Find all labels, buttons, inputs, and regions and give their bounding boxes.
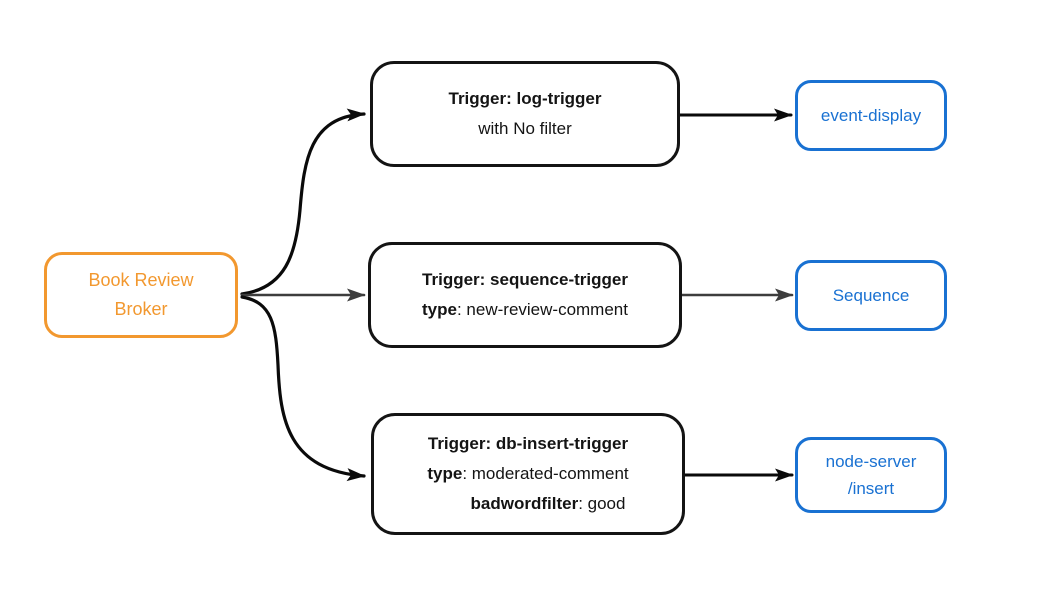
trigger-db-title: Trigger: db-insert-trigger	[427, 434, 629, 453]
trigger-node-db-insert: Trigger: db-insert-trigger type: moderat…	[371, 413, 685, 535]
trigger-log-filter-value: with No filter	[478, 119, 572, 138]
trigger-log-title: Trigger: log-trigger	[448, 89, 602, 108]
sink-sequence-label: Sequence	[832, 286, 910, 305]
trigger-db-filter-type-value: : moderated-comment	[462, 464, 629, 483]
sink-node-server-label-line1: node-server	[825, 452, 917, 471]
edge-broker-to-db-insert-trigger	[240, 295, 366, 482]
sink-event-display-label: event-display	[820, 106, 922, 125]
sink-node-node-server: node-server /insert	[795, 437, 947, 513]
trigger-db-filter-type-key: type	[427, 464, 463, 483]
trigger-node-log: Trigger: log-trigger with No filter	[370, 61, 680, 167]
edge-broker-to-log-trigger	[240, 108, 366, 296]
trigger-db-filter-badword-key: badwordfilter	[470, 494, 579, 513]
trigger-sequence-title: Trigger: sequence-trigger	[422, 270, 628, 289]
broker-label-line2: Broker	[114, 299, 168, 319]
broker-label-line1: Book Review	[88, 270, 194, 290]
sink-node-event-display: event-display	[795, 80, 947, 151]
trigger-db-filter-badword-value: : good	[578, 494, 626, 513]
trigger-sequence-filter-key: type	[422, 300, 457, 319]
sink-node-server-label-line2: /insert	[847, 479, 895, 498]
trigger-sequence-filter-value: : new-review-comment	[456, 300, 628, 319]
sink-node-sequence: Sequence	[795, 260, 947, 331]
trigger-db-filter-badword: badwordfilter: good	[471, 489, 626, 519]
trigger-sequence-filter: type: new-review-comment	[422, 295, 628, 325]
trigger-log-filter: with No filter	[478, 114, 572, 144]
trigger-db-filter-type: type: moderated-comment	[427, 459, 628, 489]
broker-node: Book Review Broker	[44, 252, 238, 338]
trigger-node-sequence: Trigger: sequence-trigger type: new-revi…	[368, 242, 682, 348]
